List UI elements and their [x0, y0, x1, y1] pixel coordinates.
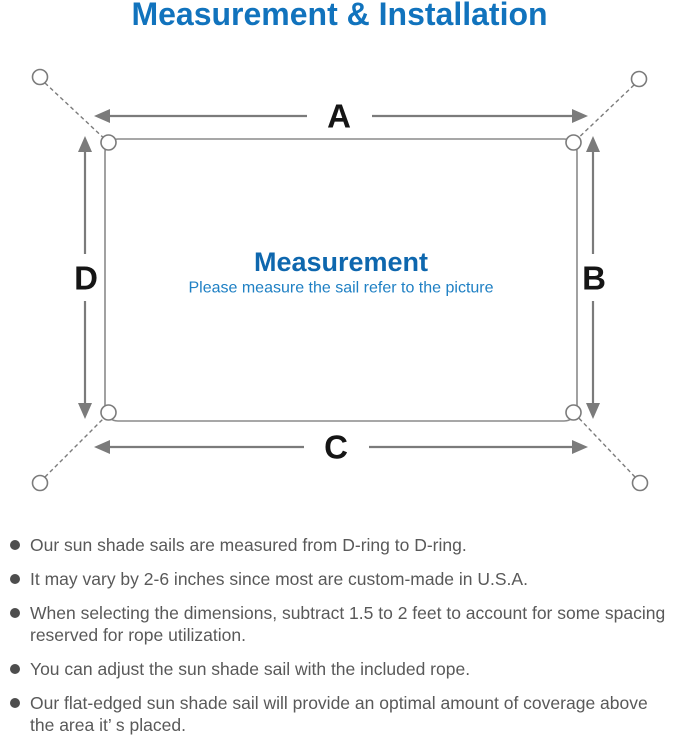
rope-dash-bottom-right	[573, 412, 636, 478]
rope-dash-top-left	[44, 82, 110, 144]
anchor-point-icon	[31, 68, 49, 86]
diagram-heading: Measurement	[254, 247, 428, 277]
note-text: When selecting the dimensions, subtract …	[30, 603, 666, 645]
arrow-b-head-up	[586, 136, 600, 152]
list-item: When selecting the dimensions, subtract …	[10, 602, 672, 646]
arrow-d-head-up	[78, 136, 92, 152]
note-text: You can adjust the sun shade sail with t…	[30, 659, 471, 679]
dimension-label-b: B	[582, 260, 606, 297]
page-title: Measurement & Installation	[131, 0, 548, 32]
rope-dash-bottom-left	[44, 412, 110, 478]
d-ring-icon	[100, 134, 117, 151]
notes-list: Our sun shade sails are measured from D-…	[10, 534, 672, 739]
dimension-arrow-c: C	[94, 429, 588, 466]
list-item: It may vary by 2-6 inches since most are…	[10, 568, 672, 590]
bullet-icon	[10, 574, 20, 584]
dimension-label-c: C	[324, 429, 348, 466]
rope-dash-top-right	[572, 84, 635, 144]
arrow-d-head-down	[78, 403, 92, 419]
anchor-point-icon	[630, 70, 648, 88]
dimension-arrow-d: D	[74, 136, 98, 419]
d-rings	[100, 134, 582, 421]
note-text: Our flat-edged sun shade sail will provi…	[30, 693, 648, 735]
measurement-diagram: A C D B Measurement Please meas	[31, 68, 649, 492]
dimension-arrow-a: A	[94, 98, 588, 135]
anchor-ropes	[31, 68, 649, 492]
arrow-a-head-right	[572, 109, 588, 123]
list-item: You can adjust the sun shade sail with t…	[10, 658, 672, 680]
dimension-label-a: A	[327, 98, 351, 135]
d-ring-icon	[100, 404, 117, 421]
list-item: Our flat-edged sun shade sail will provi…	[10, 692, 672, 736]
bullet-icon	[10, 664, 20, 674]
dimension-label-d: D	[74, 260, 98, 297]
arrow-b-head-down	[586, 403, 600, 419]
arrow-c-head-left	[94, 440, 110, 454]
arrow-a-head-left	[94, 109, 110, 123]
note-text: Our sun shade sails are measured from D-…	[30, 535, 467, 555]
diagram-subheading: Please measure the sail refer to the pic…	[188, 280, 493, 297]
bullet-icon	[10, 608, 20, 618]
anchor-point-icon	[631, 474, 649, 492]
anchor-point-icon	[31, 474, 49, 492]
note-text: It may vary by 2-6 inches since most are…	[30, 569, 528, 589]
d-ring-icon	[565, 134, 582, 151]
d-ring-icon	[565, 404, 582, 421]
bullet-icon	[10, 698, 20, 708]
sail-outline	[104, 138, 578, 422]
bullet-icon	[10, 540, 20, 550]
list-item: Our sun shade sails are measured from D-…	[10, 534, 672, 556]
dimension-arrow-b: B	[582, 136, 606, 419]
arrow-c-head-right	[572, 440, 588, 454]
